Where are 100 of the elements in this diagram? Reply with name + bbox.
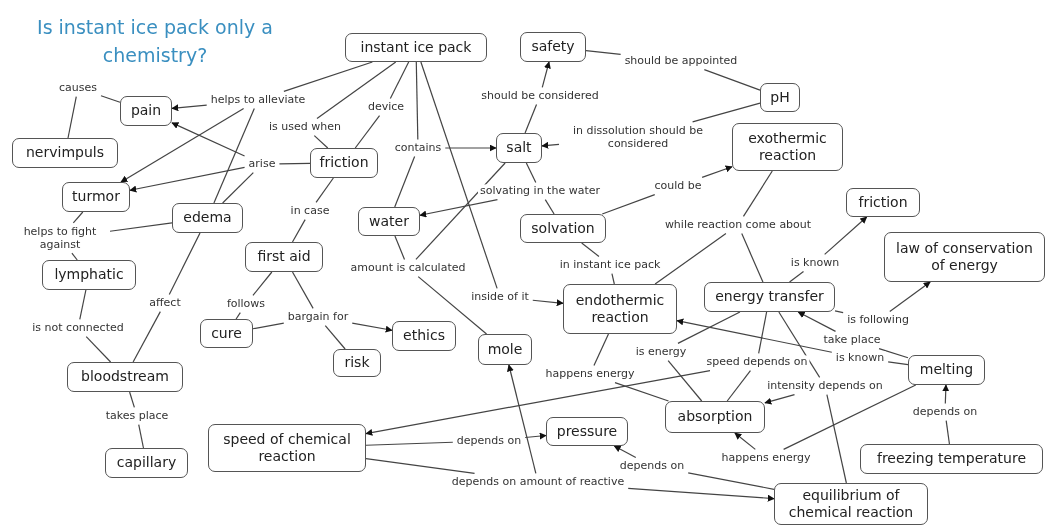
connector-line: [252, 322, 285, 330]
arrow: [171, 122, 246, 157]
connector-line: [365, 458, 476, 474]
linking-phrase: should be appointed: [622, 54, 740, 68]
connector-line: [524, 104, 538, 134]
arrow: [507, 364, 537, 474]
connector-line: [420, 61, 498, 289]
connector-line: [593, 333, 610, 366]
concept-box: cure: [200, 319, 253, 348]
arrow: [613, 445, 637, 458]
connector-line: [525, 162, 537, 183]
arrow: [889, 281, 931, 312]
connector-line: [291, 271, 314, 309]
arrow: [120, 108, 245, 183]
connector-line: [394, 156, 416, 208]
connector-line: [85, 336, 112, 363]
concept-box: friction: [310, 148, 378, 178]
linking-phrase: helps to alleviate: [208, 93, 308, 107]
connector-line: [878, 348, 909, 359]
concept-box: nervimpuls: [12, 138, 118, 168]
connector-line: [788, 271, 805, 283]
concept-box: exothermic reaction: [732, 123, 843, 171]
connector-line: [834, 310, 844, 314]
concept-box: absorption: [665, 401, 765, 433]
connector-line: [213, 108, 255, 204]
connector-line: [758, 311, 768, 354]
concept-box: freezing temperature: [860, 444, 1043, 474]
concept-box: risk: [333, 349, 381, 377]
concept-box: safety: [520, 32, 586, 62]
connector-line: [72, 211, 84, 224]
diagram-title: Is instant ice pack only a chemistry?: [36, 15, 274, 68]
connector-line: [168, 232, 201, 295]
connector-line: [741, 233, 764, 283]
linking-phrase: take place: [821, 333, 883, 347]
arrow: [824, 216, 868, 255]
arrow: [351, 322, 393, 333]
concept-box: pain: [120, 96, 172, 126]
connector-line: [109, 222, 173, 232]
connector-line: [291, 219, 306, 243]
connector-line: [283, 61, 373, 92]
concept-box: turmor: [62, 182, 130, 212]
connector-line: [394, 235, 406, 260]
concept-box: endothermic reaction: [563, 284, 677, 334]
connector-line: [742, 170, 773, 217]
connector-line: [692, 102, 761, 123]
concept-box: ethics: [392, 321, 456, 351]
concept-box: bloodstream: [67, 362, 183, 392]
connector-line: [316, 61, 397, 119]
connector-line: [667, 360, 703, 402]
connector-line: [129, 391, 135, 408]
connector-line: [585, 50, 622, 55]
connector-line: [544, 199, 555, 215]
connector-line: [354, 115, 381, 149]
arrow: [676, 318, 833, 353]
concept-box: equilibrium of chemical reaction: [774, 483, 928, 525]
arrow: [419, 199, 499, 218]
arrow: [532, 299, 564, 307]
connector-line: [726, 370, 752, 402]
linking-phrase: solvating in the water: [478, 184, 602, 198]
connector-line: [415, 61, 419, 140]
linking-phrase: depends on: [617, 459, 687, 473]
arrow: [734, 432, 756, 450]
linking-phrase: intensity depends on: [765, 379, 885, 393]
linking-phrase: happens energy: [719, 451, 813, 465]
connector-line: [389, 61, 410, 99]
arrow: [541, 61, 551, 88]
connector-line: [601, 194, 656, 215]
arrow: [797, 311, 837, 332]
concept-box: pressure: [546, 417, 628, 446]
connector-line: [222, 172, 254, 204]
arrow: [365, 370, 711, 436]
linking-phrase: depends on: [454, 434, 524, 448]
concept-box: lymphatic: [42, 260, 136, 290]
connector-line: [132, 311, 161, 363]
arrow: [129, 166, 246, 193]
connector-line: [67, 96, 77, 139]
connector-line: [611, 273, 615, 285]
arrow: [764, 394, 796, 405]
concept-box: edema: [172, 203, 243, 233]
connector-line: [235, 312, 241, 320]
linking-phrase: happens energy: [543, 367, 637, 381]
concept-box: mole: [478, 334, 532, 365]
concept-box: speed of chemical reaction: [208, 424, 366, 472]
connector-line: [581, 242, 600, 257]
concept-box: first aid: [245, 242, 323, 272]
connector-line: [783, 384, 917, 450]
linking-phrase: takes place: [103, 409, 171, 423]
concept-box: melting: [908, 355, 985, 385]
connector-line: [687, 472, 775, 490]
concept-box: pH: [760, 83, 800, 112]
linking-phrase: is following: [845, 313, 911, 327]
concept-box: capillary: [105, 448, 188, 478]
connector-line: [313, 135, 329, 149]
connector-line: [278, 162, 311, 165]
connector-line: [138, 424, 145, 449]
connector-line: [71, 252, 78, 261]
linking-phrase: depends on amount of reactive: [449, 475, 627, 489]
linking-phrase: bargain for: [285, 310, 351, 324]
connector-line: [677, 311, 741, 344]
arrow: [627, 487, 775, 502]
